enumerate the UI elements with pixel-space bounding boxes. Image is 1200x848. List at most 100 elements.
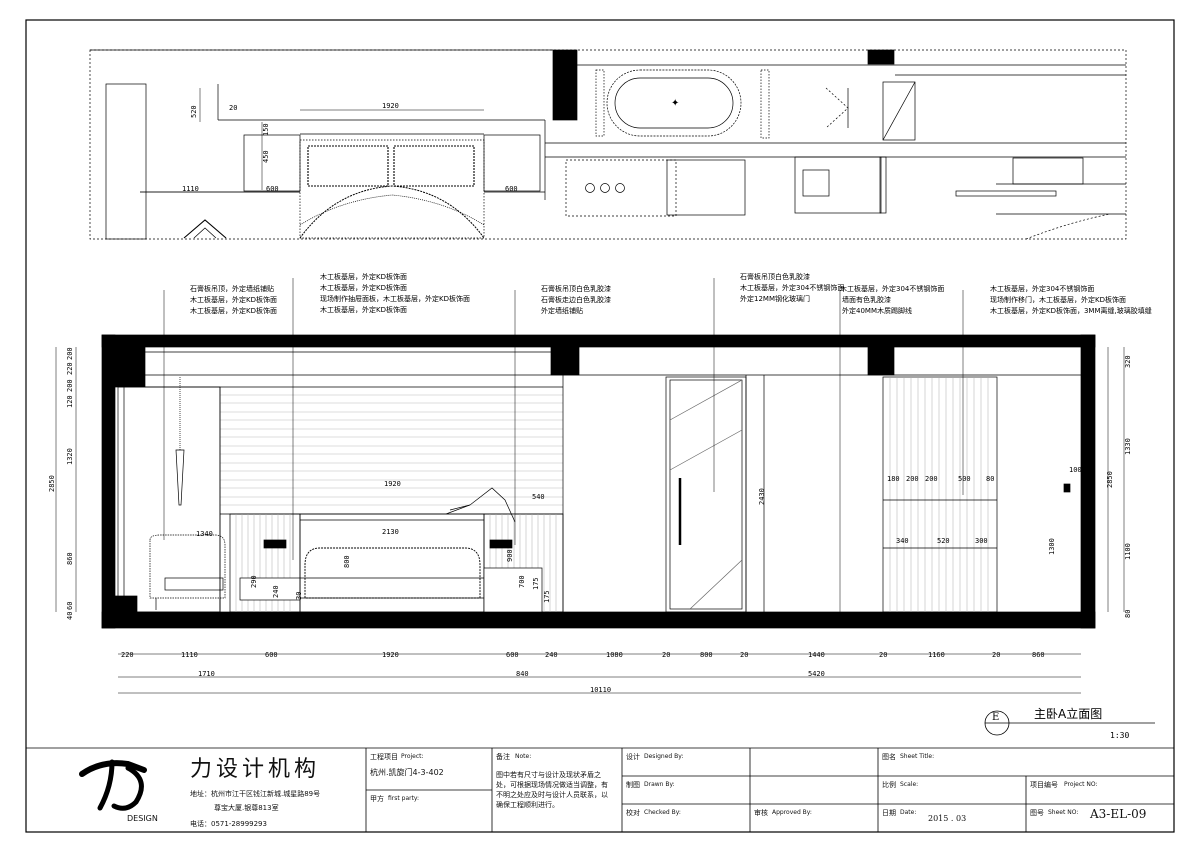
annot-g3-3: 外定墙纸铺贴 — [541, 306, 583, 315]
elevation-dimensions: 200 220 200 120 1320 860 60 40 2850 320 … — [48, 347, 1132, 694]
annot-g1-2: 木工板基层，外定KD板饰面 — [190, 295, 277, 304]
right-dim-4: 80 — [1124, 610, 1132, 618]
bottom-dim-4: 1920 — [382, 651, 399, 659]
cab-dim-200a: 200 — [906, 475, 919, 483]
annot-g4-1: 石膏板吊顶白色乳胶漆 — [740, 272, 810, 281]
projno-label-en: Project NO: — [1064, 781, 1098, 788]
section-marker-letter: E — [992, 712, 999, 723]
logo-text: DESIGN — [127, 814, 158, 823]
left-dim-7: 60 — [66, 602, 74, 610]
total-dim: 10110 — [590, 686, 611, 694]
plan-dim-1110: 1110 — [182, 185, 199, 193]
bottom-dim-2: 1110 — [181, 651, 198, 659]
note-label-en: Note: — [515, 753, 532, 760]
cab-dim-100: 100 — [1069, 466, 1082, 474]
annot-g5-2: 墙面有色乳胶漆 — [842, 295, 891, 304]
design-label-en: Designed By: — [644, 753, 684, 760]
note-text: 图中若有尺寸与设计及现状矛盾之处，可根据现场情况做适当调整，有不明之处应及时与设… — [496, 771, 608, 809]
plan-dim-450: 450 — [262, 150, 270, 163]
inner-dim-175a: 175 — [532, 577, 540, 590]
inner-dim-175b: 175 — [543, 590, 551, 603]
material-annotations: 石膏板吊顶，外定墙纸铺贴 木工板基层，外定KD板饰面 木工板基层，外定KD板饰面… — [190, 272, 1152, 315]
drawing-scale: 1:30 — [1110, 731, 1129, 740]
annot-g6-2: 现场制作移门，木工板基层，外定KD板饰面 — [990, 295, 1126, 304]
party-label-en: first party: — [388, 795, 420, 802]
sheetno-label-en: Sheet NO: — [1048, 809, 1079, 816]
projno-label: 项目编号 — [1030, 781, 1058, 789]
cab-dim-180: 180 — [887, 475, 900, 483]
drawn-label-en: Drawn By: — [644, 781, 675, 788]
inner-dim-800: 800 — [343, 555, 351, 568]
date-label-en: Date: — [900, 809, 917, 816]
firm-logo — [79, 759, 147, 811]
check-label-en: Checked By: — [644, 809, 681, 816]
drawn-label: 制图 — [626, 781, 640, 789]
door-dim-2430: 2430 — [758, 488, 766, 505]
cab-dim-300: 300 — [975, 537, 988, 545]
project-label-en: Project: — [401, 753, 424, 760]
annot-g6-3: 木工板基层，外定KD板饰面，3MM离缝,玻璃胶填缝 — [990, 306, 1152, 315]
annot-g5-1: 木工板基层，外定304不锈钢饰面 — [840, 284, 944, 293]
plan-dim-1920: 1920 — [382, 102, 399, 110]
date-value: 2015 . 03 — [928, 814, 967, 823]
plan-dim-520: 520 — [190, 105, 198, 118]
bottom-dim-12: 20 — [879, 651, 887, 659]
project-label: 工程项目 — [370, 753, 398, 761]
plan-dim-150: 150 — [262, 123, 270, 136]
annot-g5-3: 外定40MM木质踢脚线 — [842, 306, 912, 315]
svg-text:✦: ✦ — [671, 98, 679, 109]
design-label: 设计 — [626, 753, 640, 761]
bottom-dim-14: 20 — [992, 651, 1000, 659]
bottom-dim-8: 20 — [662, 651, 670, 659]
date-label: 日期 — [882, 809, 896, 817]
scale-label: 比例 — [882, 781, 896, 789]
bottom-dim-11: 1440 — [808, 651, 825, 659]
drawing-title-mark: E 主卧A立面图 1:30 — [984, 706, 1155, 740]
left-dim-5: 1320 — [66, 448, 74, 465]
annot-g3-1: 石膏板吊顶白色乳胶漆 — [541, 284, 611, 293]
firm-address: 地址：杭州市江干区钱江新城.城星路89号 — [190, 790, 321, 798]
cab-dim-200b: 200 — [925, 475, 938, 483]
cab-dim-340: 340 — [896, 537, 909, 545]
plan-dim-600a: 600 — [266, 185, 279, 193]
sheet-border — [25, 19, 1175, 833]
wall-dim-1300: 1300 — [1048, 538, 1056, 555]
firm-name: 力设计机构 — [190, 757, 321, 782]
plan-dim-20: 20 — [229, 104, 237, 112]
plan-view: ✦ — [89, 49, 1127, 240]
annot-g3-2: 石膏板走边白色乳胶漆 — [541, 295, 611, 304]
bottom2-dim-1710: 1710 — [198, 670, 215, 678]
plan-dim-600b: 600 — [505, 185, 518, 193]
check-label: 校对 — [626, 809, 640, 817]
bottom-dim-5: 600 — [506, 651, 519, 659]
inner-dim-290: 290 — [250, 575, 258, 588]
inner-dim-240: 240 — [272, 585, 280, 598]
firm-phone: 电话：0571-28999293 — [190, 820, 267, 828]
cab-dim-520: 520 — [937, 537, 950, 545]
inner-dim-1340: 1340 — [196, 530, 213, 538]
annot-g1-1: 石膏板吊顶，外定墙纸铺贴 — [190, 284, 274, 293]
annot-g4-3: 外定12MM钢化玻璃门 — [740, 294, 810, 303]
bottom-dim-1: 220 — [121, 651, 134, 659]
elevation-view — [55, 278, 1125, 694]
left-dim-2: 220 — [66, 362, 74, 375]
bottom-dim-7: 1080 — [606, 651, 623, 659]
bottom2-dim-840: 840 — [516, 670, 529, 678]
left-dim-total: 2850 — [48, 475, 56, 492]
annot-g4-2: 木工板基层，外定304不锈钢饰面 — [740, 283, 844, 292]
bottom-dim-6: 240 — [545, 651, 558, 659]
inner-dim-540: 540 — [532, 493, 545, 501]
bottom-dim-13: 1160 — [928, 651, 945, 659]
left-dim-4: 120 — [66, 395, 74, 408]
party-label: 甲方 — [370, 795, 384, 803]
bottom-dim-3: 600 — [265, 651, 278, 659]
note-label: 备注 — [496, 753, 510, 761]
left-dim-3: 200 — [66, 379, 74, 392]
annot-g6-1: 木工板基层，外定304不锈钢饰面 — [990, 284, 1094, 293]
annot-g2-3: 现场制作抽屉面板，木工板基层，外定KD板饰面 — [320, 294, 470, 303]
sheetno-label: 图号 — [1030, 809, 1044, 817]
left-dim-1: 200 — [66, 347, 74, 360]
left-dim-6: 860 — [66, 552, 74, 565]
inner-dim-1920: 1920 — [384, 480, 401, 488]
